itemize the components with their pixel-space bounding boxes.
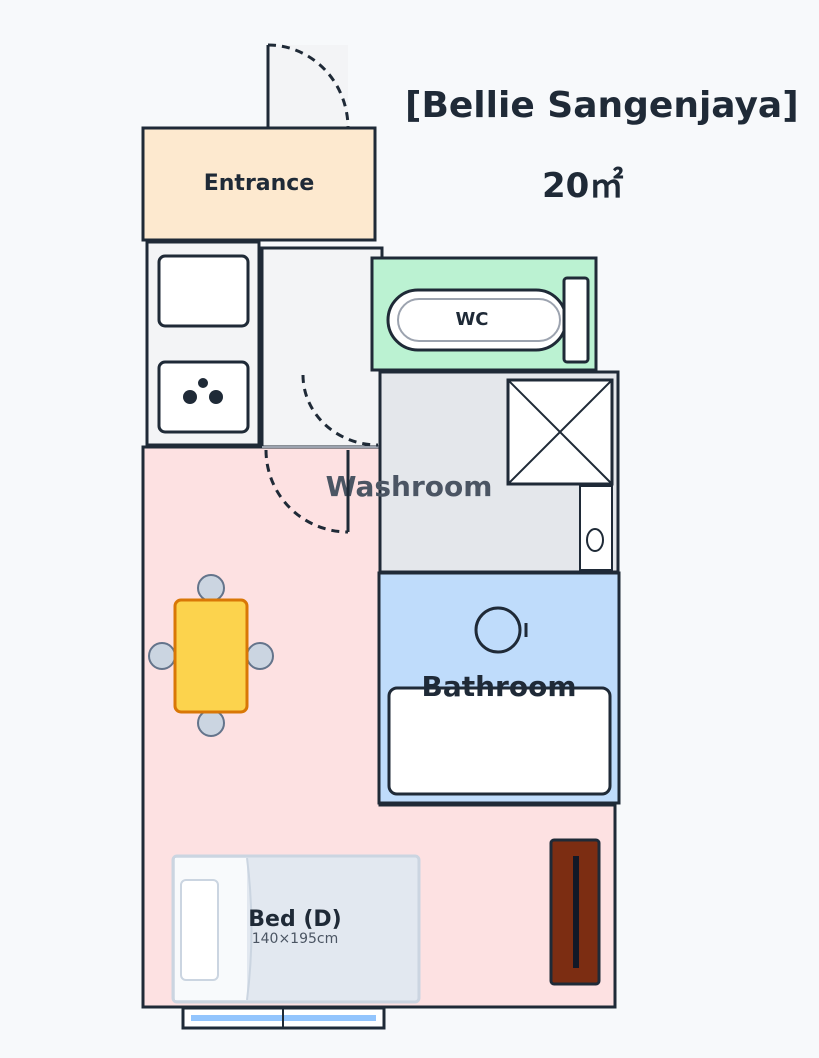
bathtub-icon [387,686,612,796]
pillow-icon [180,879,219,981]
entrance-door[interactable] [266,43,350,129]
entrance-room: Entrance [141,126,377,242]
shower-icon [474,606,522,654]
hallway [260,246,384,449]
chair-icon [197,574,225,602]
sink-icon [157,254,250,328]
washroom-label: Washroom [326,470,493,503]
floor-area: 20㎡ [542,166,623,206]
window [181,1006,386,1030]
bed-size: 140×195cm [252,931,339,947]
bed-label: Bed (D) [248,907,341,932]
closet [549,838,601,986]
chair-icon [197,709,225,737]
property-name: [Bellie Sangenjaya] [405,85,799,126]
bed: Bed (D) 140×195cm [171,854,421,1004]
washroom-door[interactable] [301,374,379,447]
wc-room: WC [370,256,598,372]
kitchen-counter [145,240,261,447]
wc-label: WC [455,309,488,330]
chair-icon [246,642,274,670]
stove-icon [157,360,250,434]
bathroom-room: Bathroom [377,571,621,805]
dining-table [148,574,274,737]
chair-icon [148,642,176,670]
bathroom-label: Bathroom [421,670,576,703]
washroom-room: Washroom [326,370,620,574]
room-door[interactable] [264,449,350,534]
washbasin-icon [579,485,613,571]
table-icon [173,598,249,714]
entrance-label: Entrance [204,171,315,196]
